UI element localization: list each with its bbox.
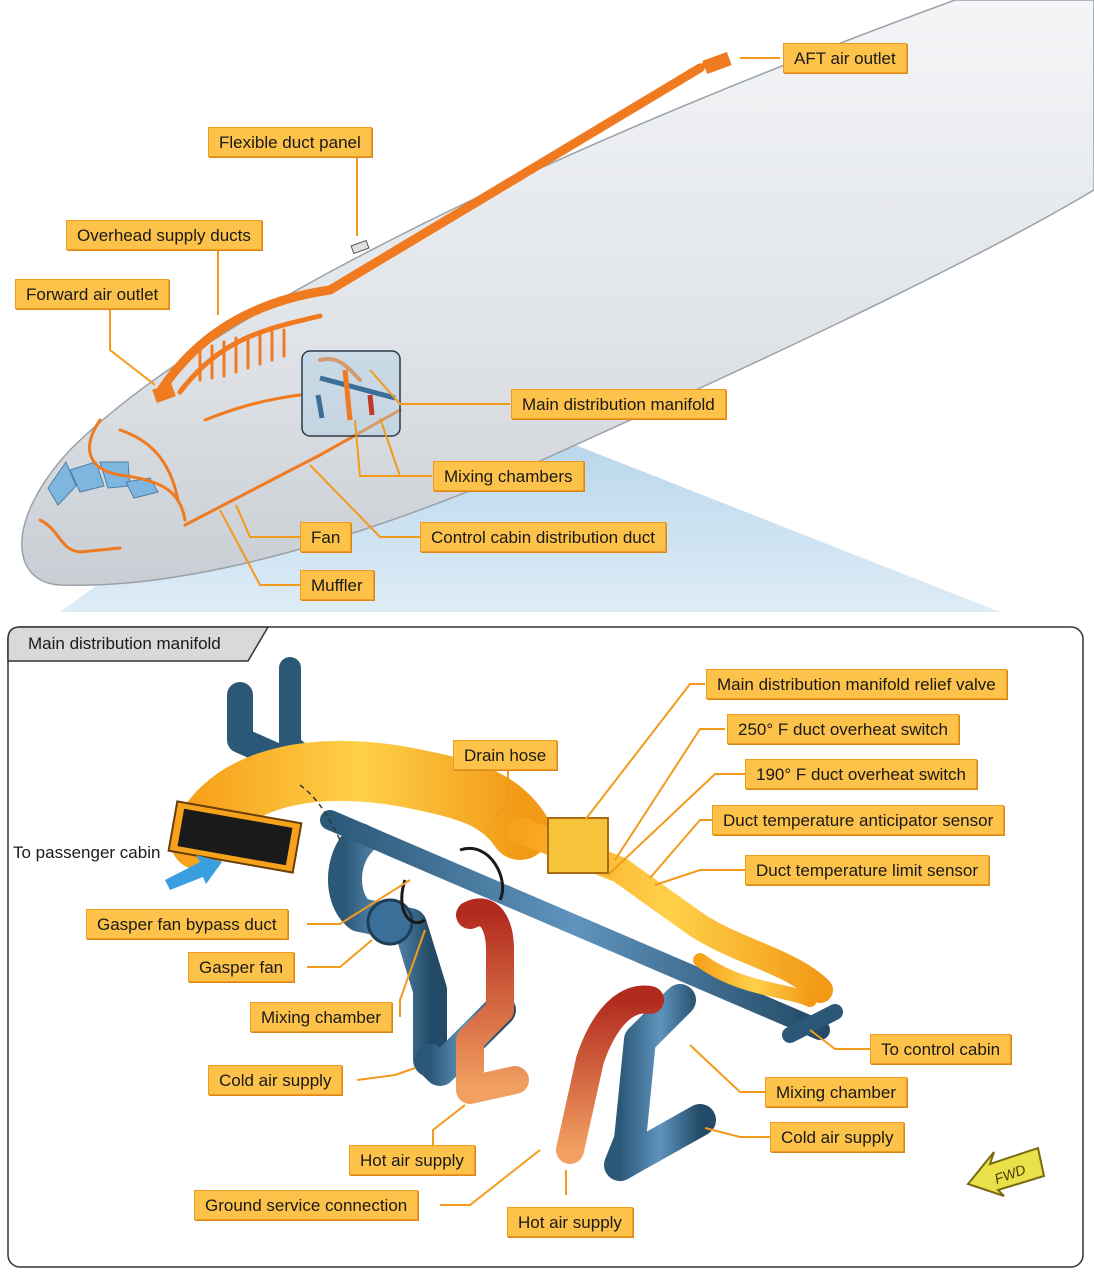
callout-mixing-chambers: Mixing chambers xyxy=(433,461,584,491)
label-to-passenger-cabin: To passenger cabin xyxy=(13,843,160,863)
callout-drain-hose: Drain hose xyxy=(453,740,557,770)
callout-mixing-chamber-left: Mixing chamber xyxy=(250,1002,392,1032)
panel-title: Main distribution manifold xyxy=(8,627,255,661)
callout-cold-air-supply-left: Cold air supply xyxy=(208,1065,342,1095)
callout-overhead-supply-ducts: Overhead supply ducts xyxy=(66,220,262,250)
callout-flexible-duct-panel: Flexible duct panel xyxy=(208,127,372,157)
callout-main-distribution-manifold: Main distribution manifold xyxy=(511,389,726,419)
callout-hot-air-supply-left: Hot air supply xyxy=(349,1145,475,1175)
callout-gasper-fan: Gasper fan xyxy=(188,952,294,982)
callout-overheat-250: 250° F duct overheat switch xyxy=(727,714,959,744)
callout-to-control-cabin: To control cabin xyxy=(870,1034,1011,1064)
flex-duct-grille xyxy=(351,241,369,254)
callout-control-cabin-distribution-duct: Control cabin distribution duct xyxy=(420,522,666,552)
callout-overheat-190: 190° F duct overheat switch xyxy=(745,759,977,789)
callout-mixing-chamber-right: Mixing chamber xyxy=(765,1077,907,1107)
callout-anticipator-sensor: Duct temperature anticipator sensor xyxy=(712,805,1004,835)
relief-valve-body xyxy=(548,818,608,873)
callout-ground-service-connection: Ground service connection xyxy=(194,1190,418,1220)
aft-outlet-box xyxy=(702,52,731,74)
callout-relief-valve: Main distribution manifold relief valve xyxy=(706,669,1007,699)
callout-aft-air-outlet: AFT air outlet xyxy=(783,43,907,73)
callout-cold-air-supply-right: Cold air supply xyxy=(770,1122,904,1152)
callout-forward-air-outlet: Forward air outlet xyxy=(15,279,169,309)
callout-hot-air-supply-bottom: Hot air supply xyxy=(507,1207,633,1237)
callout-muffler: Muffler xyxy=(300,570,374,600)
gasper-fan xyxy=(368,900,412,944)
callout-fan: Fan xyxy=(300,522,351,552)
callout-gasper-fan-bypass-duct: Gasper fan bypass duct xyxy=(86,909,288,939)
callout-limit-sensor: Duct temperature limit sensor xyxy=(745,855,989,885)
